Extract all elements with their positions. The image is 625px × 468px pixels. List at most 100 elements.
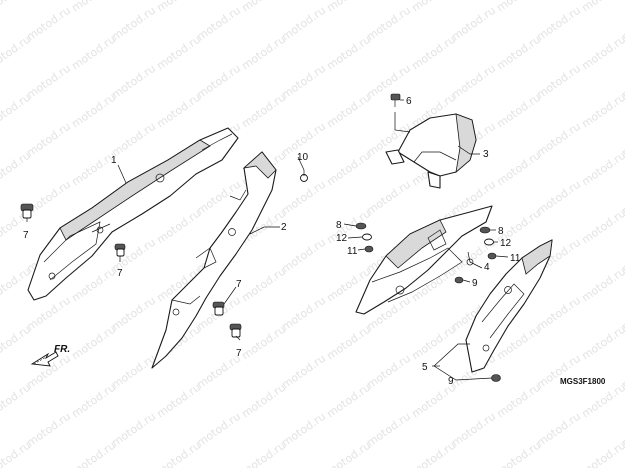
watermark-text: motod.ru [154, 0, 203, 14]
watermark-text: motod.ru [364, 410, 413, 450]
callout-9-a: 9 [472, 278, 478, 289]
watermark-text: motod.ru [0, 91, 33, 131]
watermark-text: motod.ru [69, 381, 118, 421]
fastener-set-left [355, 222, 374, 253]
watermark-text: motod.ru [239, 381, 288, 421]
callout-7-b: 7 [117, 268, 123, 279]
clip-7-c [212, 301, 225, 316]
watermark-text: motod.ru [109, 4, 158, 44]
watermark-text: motod.ru [324, 323, 373, 363]
watermark-text: motod.ru [279, 62, 328, 102]
callout-2: 2 [281, 222, 287, 233]
part-4-right-rear-cover [355, 205, 493, 315]
clip-7-b [114, 243, 126, 257]
watermark-text: motod.ru [579, 381, 625, 421]
watermark-text: motod.ru [69, 91, 118, 131]
watermark-text: motod.ru [494, 381, 543, 421]
watermark-text: motod.ru [109, 352, 158, 392]
part-5-right-side-panel [465, 239, 553, 373]
watermark-text: motod.ru [194, 410, 243, 450]
watermark-text: motod.ru [24, 120, 73, 160]
watermark-text: motod.ru [579, 33, 625, 73]
watermark-text: motod.ru [324, 91, 373, 131]
watermark-text: motod.ru [0, 265, 33, 305]
callout-8-a: 8 [336, 220, 342, 231]
watermark-text: motod.ru [0, 381, 33, 421]
watermark-text: motod.ru [579, 91, 625, 131]
callout-11-b: 11 [510, 253, 521, 264]
watermark-text: motod.ru [239, 265, 288, 305]
watermark-text: motod.ru [279, 410, 328, 450]
watermark-text: motod.ru [409, 323, 458, 363]
callout-7-c: 7 [236, 279, 242, 290]
watermark-text: motod.ru [579, 207, 625, 247]
watermark-text: motod.ru [109, 294, 158, 334]
watermark-text: motod.ru [154, 439, 203, 468]
watermark-text: motod.ru [194, 4, 243, 44]
watermark-text: motod.ru [279, 294, 328, 334]
bolt-10 [300, 170, 308, 182]
watermark-text: motod.ru [579, 323, 625, 363]
watermark-text: motod.ru [239, 0, 288, 14]
watermark-text: motod.ru [0, 323, 33, 363]
clip-7-a [20, 203, 34, 219]
leader-lines [26, 99, 509, 381]
fasteners [20, 93, 501, 382]
watermark-text: motod.ru [239, 323, 288, 363]
watermark-text: motod.ru [239, 439, 288, 468]
watermark-text: motod.ru [279, 352, 328, 392]
watermark-text: motod.ru [449, 62, 498, 102]
watermark-text: motod.ru [494, 0, 543, 14]
watermark-text: motod.ru [154, 33, 203, 73]
callout-8-b: 8 [498, 226, 504, 237]
watermark-text: motod.ru [0, 439, 33, 468]
watermark-text: motod.ru [409, 0, 458, 14]
front-direction-label: FR. [54, 344, 70, 355]
watermark-text: motod.ru [69, 323, 118, 363]
watermark-text: motod.ru [449, 410, 498, 450]
watermark-text: motod.ru [0, 0, 33, 14]
watermark-text: motod.ru [0, 33, 33, 73]
watermark-text: motod.ru [534, 120, 583, 160]
watermark-text: motod.ru [534, 294, 583, 334]
watermark-text: motod.ru [69, 439, 118, 468]
watermark-text: motod.ru [69, 33, 118, 73]
callout-1: 1 [111, 155, 117, 166]
watermark-text: motod.ru [449, 4, 498, 44]
callout-3: 3 [483, 149, 489, 160]
watermark-text: motod.ru [154, 91, 203, 131]
watermark-text: motod.ru [24, 294, 73, 334]
bolt-6 [390, 93, 401, 107]
watermark-text: motod.ru [364, 4, 413, 44]
watermark-text: motod.ru [324, 0, 373, 14]
fastener-set-right [479, 226, 497, 260]
screw-9-a [454, 276, 464, 284]
watermark-text: motod.ru [364, 352, 413, 392]
watermark-text: motod.ru [24, 410, 73, 450]
watermark-text: motod.ru [409, 33, 458, 73]
watermark-text: motod.ru [0, 149, 33, 189]
callout-11-a: 11 [347, 246, 358, 257]
watermark-text: motod.ru [239, 91, 288, 131]
watermark-text: motod.ru [579, 0, 625, 14]
watermark-text: motod.ru [109, 120, 158, 160]
screw-9-b [491, 374, 501, 382]
callout-7-d: 7 [236, 348, 242, 359]
part-3-seat-cowl [385, 113, 477, 189]
watermark-text: motod.ru [534, 4, 583, 44]
watermark-text: motod.ru [109, 62, 158, 102]
clip-7-d [229, 323, 242, 338]
watermark-text: motod.ru [109, 410, 158, 450]
watermark-text: motod.ru [279, 236, 328, 276]
front-direction-arrow: FR. [30, 344, 70, 367]
watermark-text: motod.ru [534, 410, 583, 450]
watermark-text: motod.ru [69, 0, 118, 14]
watermark-text: motod.ru [534, 62, 583, 102]
callouts: 1 2 3 4 5 6 7 7 7 7 8 8 9 9 10 11 11 12 … [23, 96, 521, 387]
callout-9-b: 9 [448, 376, 454, 387]
watermark-text: motod.ru [579, 149, 625, 189]
watermark-text: motod.ru [364, 178, 413, 218]
callout-12-b: 12 [500, 238, 512, 249]
watermark-text: motod.ru [24, 178, 73, 218]
